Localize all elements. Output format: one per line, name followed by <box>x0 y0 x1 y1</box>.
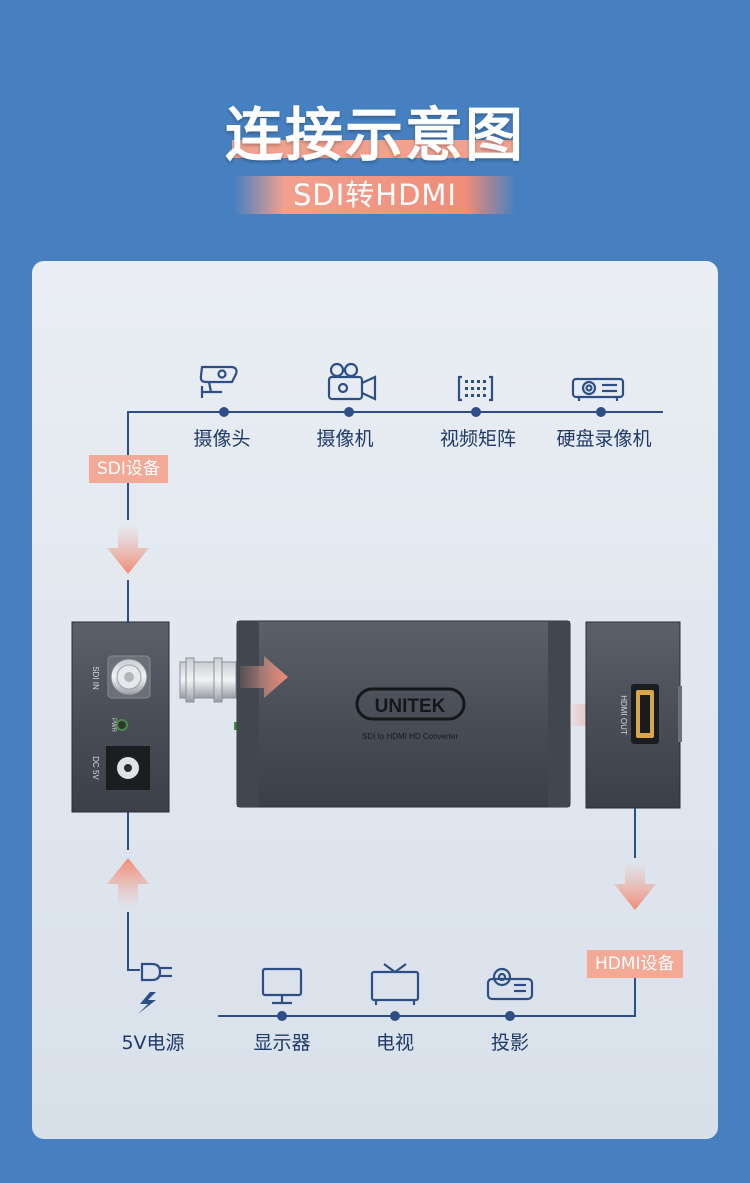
device-label-matrix: 视频矩阵 <box>439 428 517 450</box>
top-connection-line <box>127 411 663 520</box>
page-title: 连接示意图 <box>224 101 525 169</box>
power-plug-icon <box>140 962 172 982</box>
dot <box>344 407 354 417</box>
dvr-recorder-icon <box>571 377 625 401</box>
converter-port-side <box>71 621 170 813</box>
model-text: SDI to HDMI HD Converter <box>362 732 458 741</box>
hdmi-device-tag: HDMI设备 <box>587 950 683 978</box>
port-label-dc5v: DC 5V <box>91 756 100 780</box>
down-arrow-right <box>614 862 656 910</box>
dot <box>390 1011 400 1021</box>
converter-hdmi-side <box>585 621 682 809</box>
top-line-dots <box>219 407 606 417</box>
port-label-hdmi-out: HDMI OUT <box>619 695 628 735</box>
bottom-line-dots <box>277 1011 515 1021</box>
security-camera-icon <box>199 365 238 398</box>
device-label-camcorder: 摄像机 <box>316 428 374 450</box>
page-title-wrap: 连接示意图 <box>0 88 750 172</box>
label-tv: 电视 <box>375 1032 415 1054</box>
device-label-dvr: 硬盘录像机 <box>556 428 652 450</box>
sdi-device-tag: SDI设备 <box>89 455 168 483</box>
right-arrow-input <box>240 656 288 698</box>
video-matrix-icon <box>457 375 494 402</box>
tv-icon <box>370 963 420 1005</box>
monitor-icon <box>261 967 303 1005</box>
brand-logo: UNITEK <box>375 696 446 717</box>
up-arrow-left <box>107 858 149 908</box>
port-label-sdi-in: SDI IN <box>91 666 100 690</box>
dot <box>596 407 606 417</box>
power-line-bottom <box>127 912 140 971</box>
port-label-pwr: PWR <box>110 718 116 733</box>
dot <box>277 1011 287 1021</box>
dot <box>219 407 229 417</box>
bottom-connection-line <box>218 978 636 1017</box>
dot <box>505 1011 515 1021</box>
label-monitor: 显示器 <box>253 1032 311 1054</box>
bnc-connector <box>179 657 238 730</box>
down-arrow-left <box>107 525 149 574</box>
subtitle-banner <box>234 176 516 214</box>
converter-body <box>236 620 571 808</box>
title-highlight <box>232 140 518 158</box>
device-label-camera: 摄像头 <box>193 428 251 450</box>
page-subtitle: SDI转HDMI <box>292 178 457 212</box>
label-projector: 投影 <box>490 1032 530 1054</box>
label-5v-power: 5V电源 <box>121 1032 185 1054</box>
projector-icon <box>486 967 534 1001</box>
dot <box>471 407 481 417</box>
lightning-icon <box>138 992 156 1014</box>
video-camera-icon <box>327 362 377 401</box>
